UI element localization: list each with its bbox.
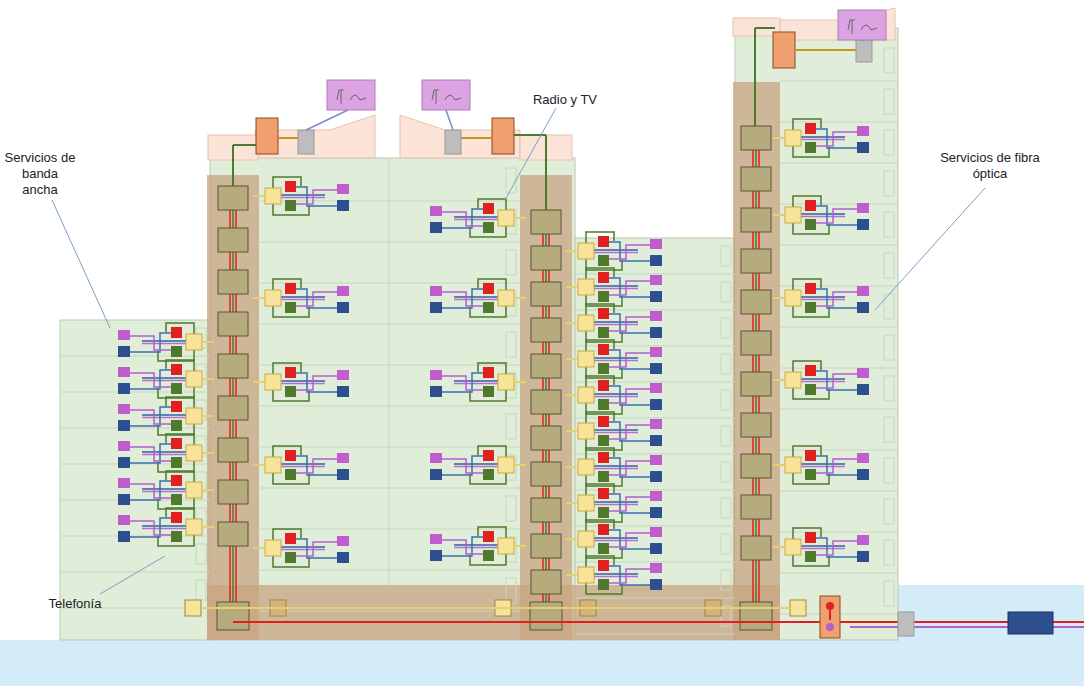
riser-boxes (185, 126, 806, 630)
riser-shaft (207, 175, 259, 640)
ground (0, 640, 1084, 686)
roof-structure (400, 115, 520, 158)
callout-label: Telefonía (40, 596, 110, 612)
rooftop-equipment (233, 10, 886, 220)
ground-distribution (203, 596, 1084, 638)
left-block (60, 320, 210, 640)
roof-structure (255, 115, 375, 158)
callout-label: Servicios de banda ancha (4, 150, 76, 198)
roof-structure (780, 8, 895, 40)
callout-label: Radio y TV (520, 92, 610, 108)
riser-shaft (733, 82, 780, 640)
floor-lines (60, 48, 898, 634)
leader-lines (52, 108, 985, 594)
callout-label: Servicios de fibra óptica (935, 150, 1045, 182)
riser-shaft (520, 175, 572, 640)
middle-block (575, 238, 735, 640)
tower-one (210, 158, 575, 640)
horizontal-shaft (207, 585, 780, 640)
street (898, 585, 1084, 641)
apartment-units (118, 119, 869, 594)
